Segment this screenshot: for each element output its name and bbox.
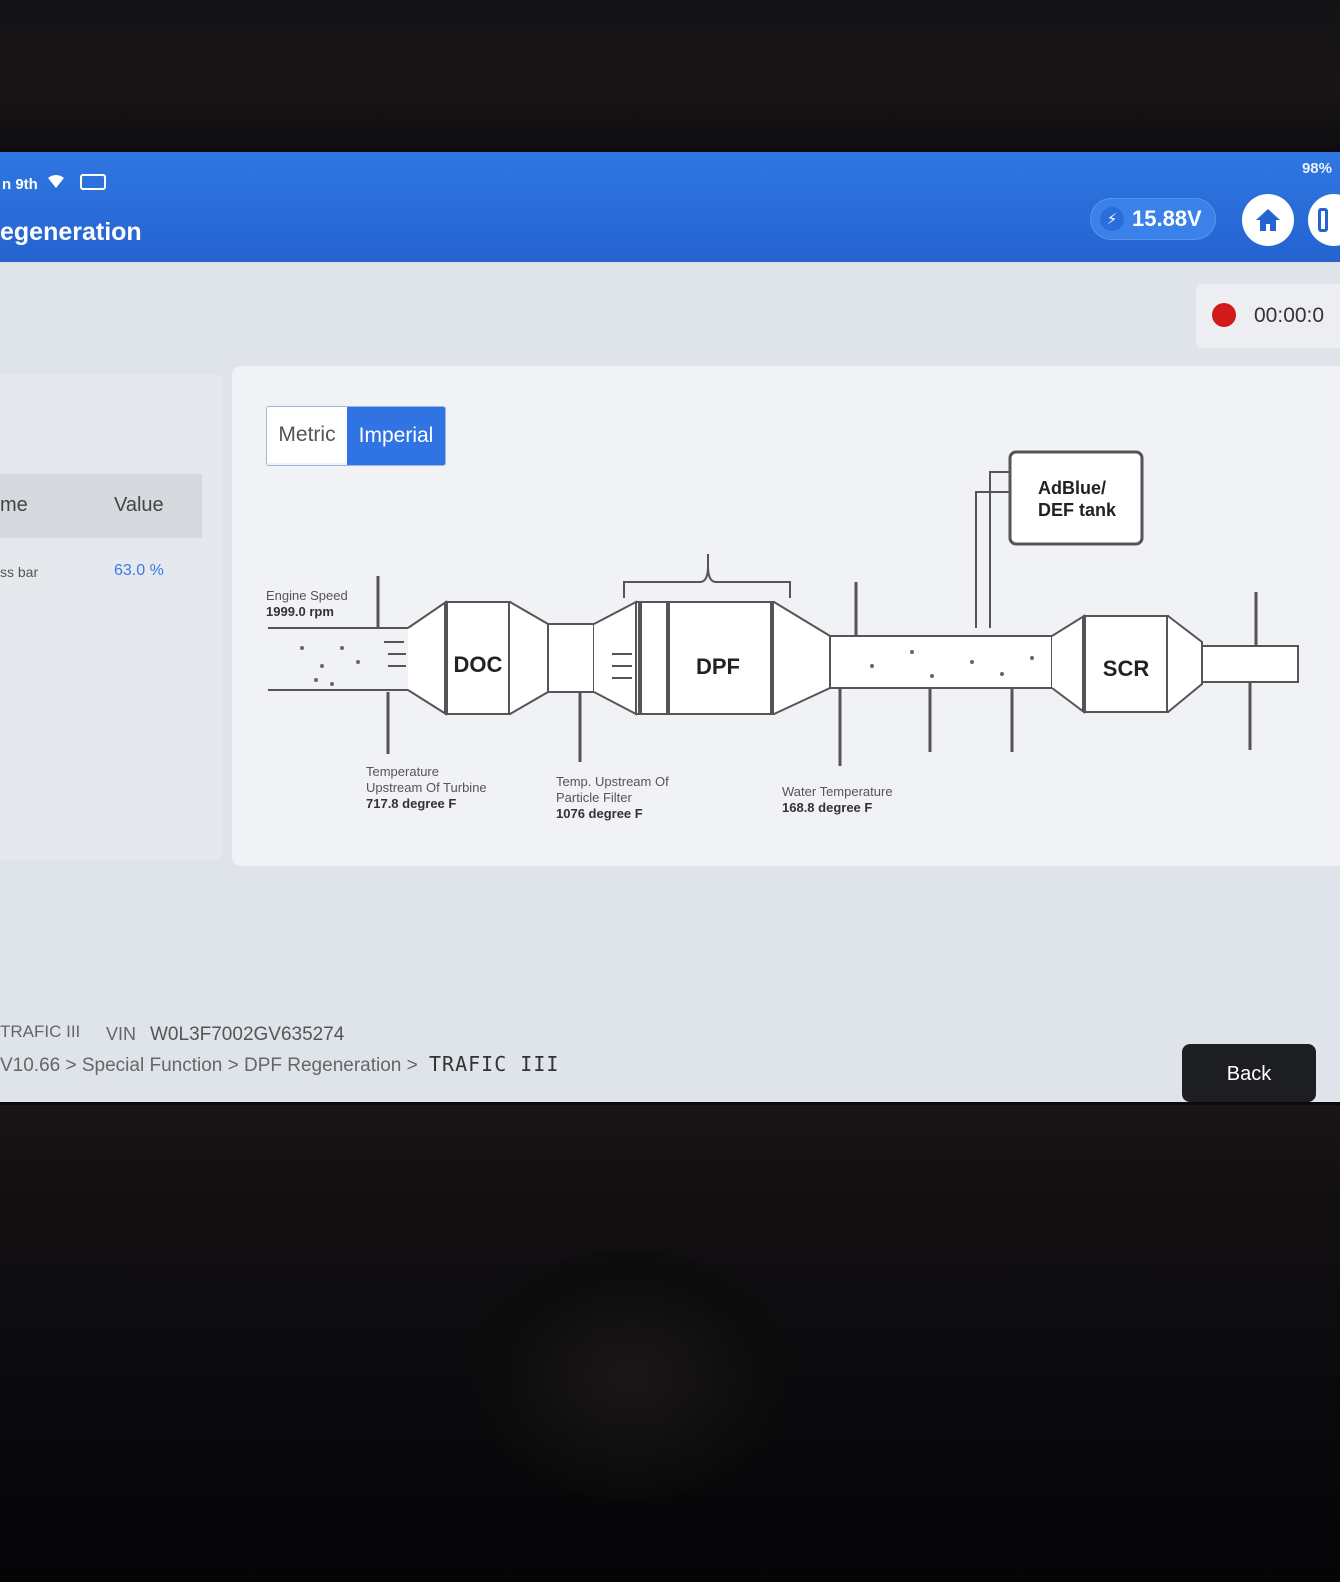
table-row-value: 63.0 % [114,562,164,579]
filter-temp-value: 1076 degree F [556,806,643,821]
device-bezel-top [0,0,1340,150]
turbine-temp-value: 717.8 degree F [366,796,456,811]
exhaust-system-diagram: DOC DPF SCR AdBlue/ DEF tank Engine Spee… [266,450,1299,821]
column-header-value: Value [114,494,164,516]
filter-temp-label-line2: Particle Filter [556,790,633,805]
app-header: n 9th 98% egeneration ⚡ 15.88V [0,152,1340,262]
doc-label: DOC [454,652,503,677]
back-button[interactable]: Back [1182,1044,1316,1102]
voltage-indicator: ⚡ 15.88V [1090,198,1216,240]
table-header: me Value [0,474,202,538]
page-title: egeneration [0,218,142,246]
exit-button[interactable] [1308,194,1340,246]
metric-button[interactable]: Metric [267,407,347,463]
record-icon [1212,303,1236,327]
wifi-icon [48,174,64,188]
turbine-temp-label-line2: Upstream Of Turbine [366,780,487,795]
keyboard-icon [80,174,106,190]
adblue-tank-label-line1: AdBlue/ [1038,478,1106,498]
water-temp-value: 168.8 degree F [782,800,872,815]
recording-indicator[interactable]: 00:00:0 [1196,284,1340,348]
scr-label: SCR [1103,656,1150,681]
dpf-label: DPF [696,654,740,679]
engine-speed-value: 1999.0 rpm [266,604,334,619]
tablet-screen: n 9th 98% egeneration ⚡ 15.88V 00:00:0 m… [0,152,1340,1102]
engine-speed-label: Engine Speed [266,588,348,603]
imperial-button[interactable]: Imperial [347,407,445,465]
status-date: n 9th [2,176,38,193]
turbine-temp-label-line1: Temperature [366,764,439,779]
breadcrumb-current: TRAFIC III [429,1052,560,1076]
vehicle-model: TRAFIC III [0,1022,81,1041]
unit-toggle: Metric Imperial [266,406,446,466]
breadcrumb: V10.66 > Special Function > DPF Regenera… [0,1052,559,1077]
vin-value: W0L3F7002GV635274 [150,1024,345,1045]
vehicle-info-bar: TRAFIC III VIN W0L3F7002GV635274 V10.66 … [0,1006,1340,1102]
breadcrumb-path: V10.66 > Special Function > DPF Regenera… [0,1055,418,1076]
column-header-name: me [0,494,28,516]
data-stream-panel: me Value ss bar 63.0 % [0,374,222,860]
home-button[interactable] [1242,194,1294,246]
vin-label: VIN [106,1024,137,1044]
device-knob [470,1250,790,1500]
home-icon [1256,209,1280,231]
adblue-tank-label-line2: DEF tank [1038,500,1117,520]
battery-level: 98% [1301,160,1332,177]
exhaust-diagram-panel: DOC DPF SCR AdBlue/ DEF tank Engine Spee… [232,366,1340,866]
filter-temp-label-line1: Temp. Upstream Of [556,774,669,789]
voltage-value: 15.88V [1132,206,1202,231]
table-row-name: ss bar [0,564,39,580]
bolt-icon: ⚡ [1100,207,1124,231]
water-temp-label: Water Temperature [782,784,893,799]
recording-timer: 00:00:0 [1254,304,1325,327]
